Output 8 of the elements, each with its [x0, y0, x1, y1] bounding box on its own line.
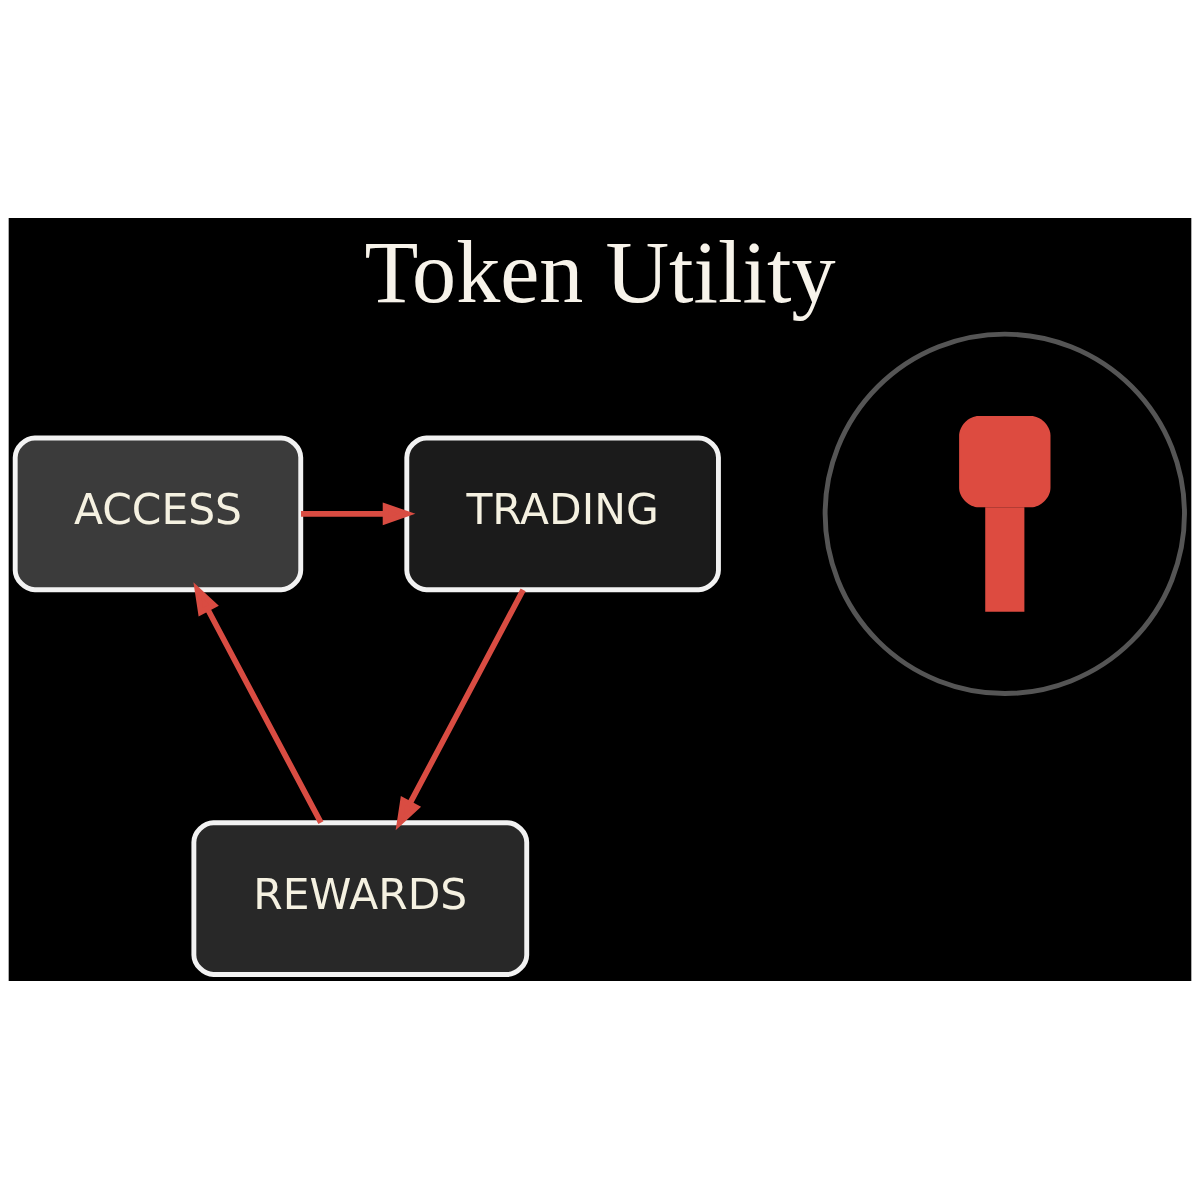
node-box: ACCESS [12, 435, 304, 592]
arrow [395, 588, 526, 830]
node-box: REWARDS [191, 819, 530, 977]
diagram-title: Token Utility [364, 222, 836, 321]
arrow [301, 501, 416, 525]
arrow [193, 581, 324, 824]
node-box: TRADING [404, 435, 721, 592]
node-circle [822, 331, 1187, 696]
